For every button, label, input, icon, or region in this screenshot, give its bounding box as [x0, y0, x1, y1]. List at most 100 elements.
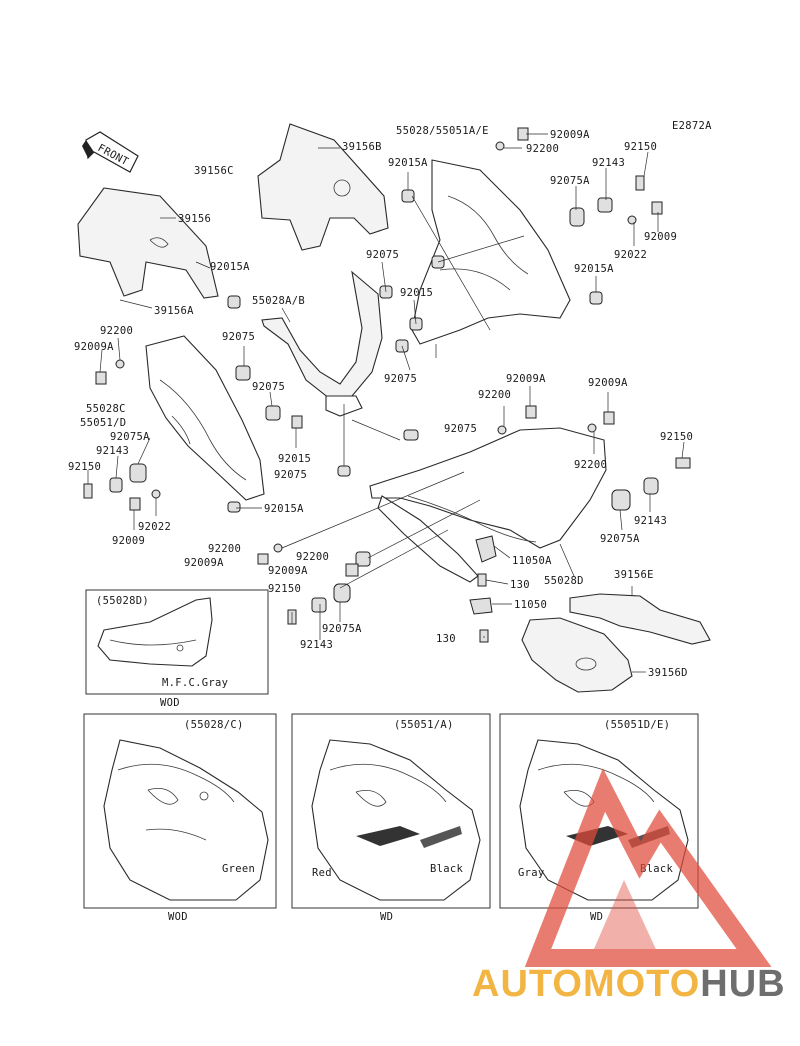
callout-92009A-rmid: 92009A	[506, 373, 546, 385]
inset-55028C: (55028/C) Green WOD	[83, 713, 277, 923]
inset-55051A: (55051/A) Red Black WD	[291, 713, 491, 923]
screw-92009A-left	[95, 371, 107, 385]
watermark-part1: AUTOMOTO	[472, 963, 700, 1005]
inset-55028D: (55028D) M.F.C.Gray WOD	[85, 589, 269, 709]
collar-92143-right	[643, 477, 659, 495]
screw-92009A-b2	[345, 563, 359, 577]
callout-55028-55051AE: 55028/55051A/E	[396, 125, 489, 137]
watermark-part2: HUB	[700, 963, 785, 1005]
callout-labels: 55028/55051A/E 92009A 92200 92150 92143 …	[68, 125, 693, 679]
inner-panel-39156B	[257, 123, 389, 251]
callout-92009A-b2: 92009A	[268, 565, 308, 577]
bracket-11050	[469, 597, 493, 615]
screw-92009-left	[129, 497, 141, 511]
grommet-92015A-right	[589, 291, 603, 305]
callout-92200-top: 92200	[526, 143, 559, 155]
bolt-130-a	[477, 573, 487, 587]
callout-39156A: 39156A	[154, 305, 194, 317]
callout-92075-mid1: 92075	[366, 249, 399, 261]
callout-130-b: 130	[436, 633, 456, 645]
bolt-92150-right	[675, 457, 691, 469]
callout-92075-rmid: 92075	[444, 423, 477, 435]
callout-92075-center: 92075	[384, 373, 417, 385]
grommet-92075A-left	[129, 463, 147, 483]
washer-92022-top	[627, 215, 637, 225]
callout-92075A-b: 92075A	[322, 623, 362, 635]
washer-92022-left	[151, 489, 161, 499]
callout-92150-top: 92150	[624, 141, 657, 153]
inset-55051DE-color-right: Black	[640, 863, 673, 875]
grommet-92075A-b	[333, 583, 351, 603]
inset-55028C-color: Green	[222, 863, 255, 875]
grommet-92075-f	[337, 465, 351, 477]
callout-92075-mid4: 92075	[274, 469, 307, 481]
grommet-92075A-top	[569, 207, 585, 227]
callout-92015A-bottom: 92015A	[264, 503, 304, 515]
screw-92009A-rmid	[525, 405, 537, 419]
grommet-92075-d	[235, 365, 251, 381]
callout-92015A-left: 92015A	[210, 261, 250, 273]
callout-55028AB: 55028A/B	[252, 295, 305, 307]
inner-panel-39156E	[569, 593, 711, 645]
callout-92075-mid3: 92075	[252, 381, 285, 393]
inset-55051DE-title: (55051D/E)	[604, 719, 670, 731]
callout-92075A-left: 92075A	[110, 431, 150, 443]
inset-55028C-market: WOD	[168, 911, 188, 923]
callout-92075-mid2: 92075	[222, 331, 255, 343]
callout-92143-left: 92143	[96, 445, 129, 457]
callout-92200-b2: 92200	[296, 551, 329, 563]
callout-39156D: 39156D	[648, 667, 688, 679]
inset-55028D-market: WOD	[160, 697, 180, 709]
grommet-92075A-right	[611, 489, 631, 511]
screw-92009A-far	[603, 411, 615, 425]
callout-92143-top: 92143	[592, 157, 625, 169]
side-fairing-55028C	[145, 335, 265, 501]
callout-92009A-b1: 92009A	[184, 557, 224, 569]
diagram-code: E2872A	[672, 120, 712, 132]
callout-92022-left: 92022	[138, 521, 171, 533]
callout-92009A-far: 92009A	[588, 377, 628, 389]
callout-92009-left: 92009	[112, 535, 145, 547]
collar-92143-top	[597, 197, 613, 213]
inset-55051DE-color-left: Gray	[518, 867, 545, 879]
inset-55051A-title: (55051/A)	[394, 719, 454, 731]
callout-39156B: 39156B	[342, 141, 382, 153]
callout-92009A-left: 92009A	[74, 341, 114, 353]
bracket-11050A	[475, 535, 497, 563]
watermark-triangle-icon	[524, 768, 772, 967]
callout-55051D: 55051/D	[80, 417, 126, 429]
callout-92015A-top: 92015A	[388, 157, 428, 169]
callout-92150-right: 92150	[660, 431, 693, 443]
watermark-text: AUTOMOTOHUB	[472, 963, 786, 1005]
watermark-logo: AUTOMOTOHUB	[472, 768, 786, 1005]
screw-92015-b	[291, 415, 303, 429]
upper-fairing-55028	[411, 159, 571, 345]
washer-92200-r2	[587, 423, 597, 433]
inner-panel-39156	[77, 187, 219, 299]
callout-55028C: 55028C	[86, 403, 126, 415]
callout-39156E: 39156E	[614, 569, 654, 581]
callout-92015-mid2: 92015	[278, 453, 311, 465]
inset-55028C-title: (55028/C)	[184, 719, 244, 731]
bolt-92150-top	[635, 175, 645, 191]
washer-92200-top	[495, 141, 505, 151]
washer-92200-b1	[273, 543, 283, 553]
callout-92150-left: 92150	[68, 461, 101, 473]
callout-130-a: 130	[510, 579, 530, 591]
callout-92143-b: 92143	[300, 639, 333, 651]
center-fairing-55028AB	[261, 270, 383, 417]
grommet-92015A-bottom	[227, 501, 241, 513]
inset-55051A-color-left: Red	[312, 867, 332, 879]
callout-92075A-top: 92075A	[550, 175, 590, 187]
screw-92009A-b1	[257, 553, 269, 565]
grommet-92075-e	[265, 405, 281, 421]
inset-55051A-color-right: Black	[430, 863, 463, 875]
callout-92200-left: 92200	[100, 325, 133, 337]
callout-92015-mid: 92015	[400, 287, 433, 299]
washer-92200-b2	[355, 551, 371, 567]
callout-92200-b1: 92200	[208, 543, 241, 555]
grommet-92015A-left	[227, 295, 241, 309]
callout-92015A-right: 92015A	[574, 263, 614, 275]
callout-92143-right: 92143	[634, 515, 667, 527]
